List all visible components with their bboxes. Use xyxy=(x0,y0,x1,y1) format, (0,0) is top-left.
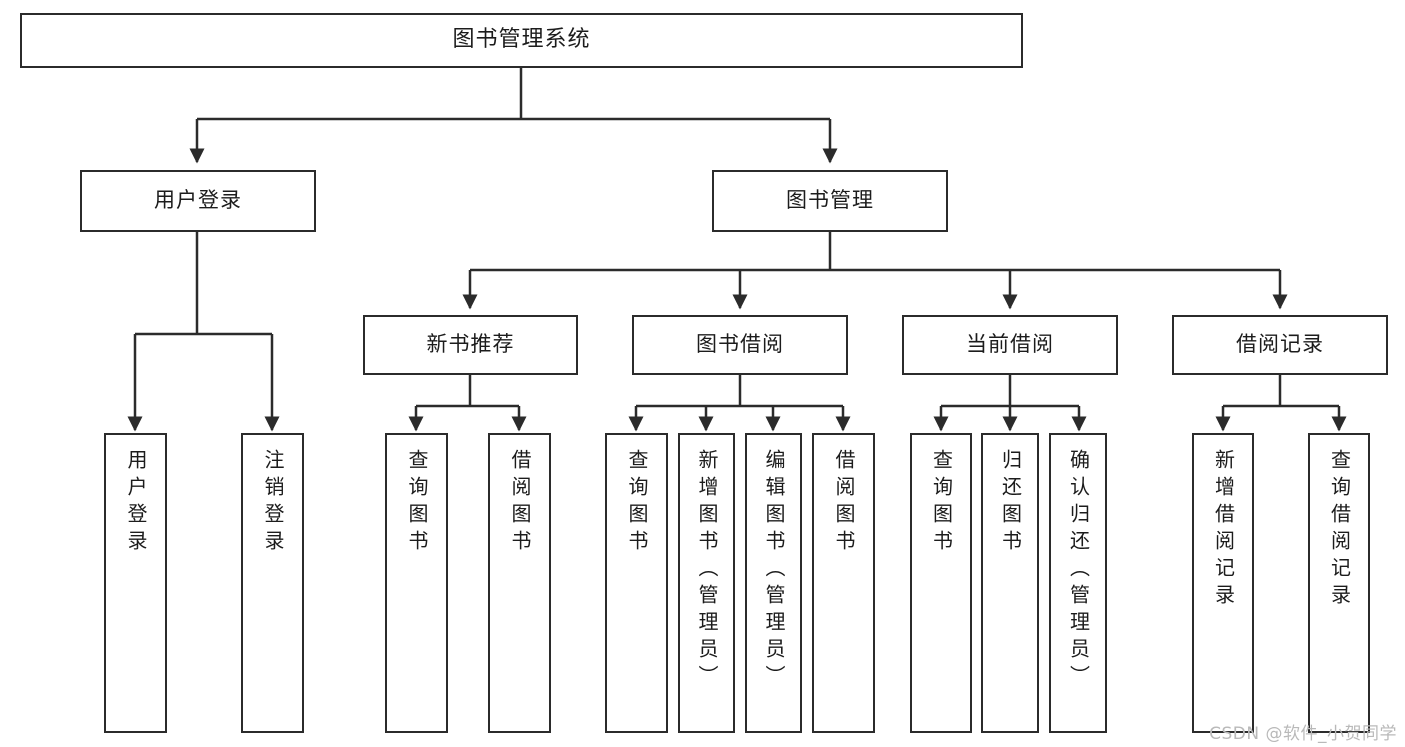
node-leaf-query-record-label: 查询借阅记录 xyxy=(1327,449,1352,611)
node-user-login[interactable]: 用户登录 xyxy=(80,170,316,232)
node-leaf-user-logout-label: 注销登录 xyxy=(261,449,285,557)
node-leaf-borrow-book-1[interactable]: 借阅图书 xyxy=(488,433,551,733)
node-book-borrow-label: 图书借阅 xyxy=(696,332,784,357)
node-new-book-rec[interactable]: 新书推荐 xyxy=(363,315,578,375)
node-root-label: 图书管理系统 xyxy=(452,27,591,53)
node-borrow-record-label: 借阅记录 xyxy=(1236,332,1324,357)
node-book-borrow[interactable]: 图书借阅 xyxy=(632,315,848,375)
node-leaf-edit-book[interactable]: 编辑图书（管理员） xyxy=(745,433,802,733)
node-leaf-query-book-1-label: 查询图书 xyxy=(405,449,429,557)
node-leaf-add-record-label: 新增借阅记录 xyxy=(1211,449,1236,611)
node-leaf-query-book-3[interactable]: 查询图书 xyxy=(910,433,972,733)
node-leaf-query-book-2[interactable]: 查询图书 xyxy=(605,433,668,733)
node-leaf-user-login[interactable]: 用户登录 xyxy=(104,433,167,733)
node-leaf-user-logout[interactable]: 注销登录 xyxy=(241,433,304,733)
node-leaf-borrow-book-2-label: 借阅图书 xyxy=(832,449,856,557)
node-leaf-return-book-label: 归还图书 xyxy=(998,449,1023,557)
node-current-borrow-label: 当前借阅 xyxy=(966,332,1054,357)
node-leaf-query-book-3-label: 查询图书 xyxy=(929,449,954,557)
node-leaf-edit-book-label: 编辑图书（管理员） xyxy=(762,449,786,692)
node-new-book-rec-label: 新书推荐 xyxy=(426,332,515,357)
node-user-login-label: 用户登录 xyxy=(154,188,242,213)
node-leaf-add-book-label: 新增图书（管理员） xyxy=(695,449,719,692)
node-leaf-query-book-2-label: 查询图书 xyxy=(625,449,649,557)
node-leaf-confirm-return[interactable]: 确认归还（管理员） xyxy=(1049,433,1107,733)
node-leaf-borrow-book-1-label: 借阅图书 xyxy=(508,449,532,557)
node-leaf-borrow-book-2[interactable]: 借阅图书 xyxy=(812,433,875,733)
node-borrow-record[interactable]: 借阅记录 xyxy=(1172,315,1388,375)
node-leaf-add-book[interactable]: 新增图书（管理员） xyxy=(678,433,735,733)
node-book-manage-label: 图书管理 xyxy=(786,188,874,213)
csdn-watermark: CSDN @软件_小贺同学 xyxy=(1209,724,1397,744)
node-leaf-return-book[interactable]: 归还图书 xyxy=(981,433,1039,733)
node-leaf-query-record[interactable]: 查询借阅记录 xyxy=(1308,433,1370,733)
node-leaf-confirm-return-label: 确认归还（管理员） xyxy=(1066,449,1091,692)
node-root[interactable]: 图书管理系统 xyxy=(20,13,1023,68)
node-book-manage[interactable]: 图书管理 xyxy=(712,170,948,232)
node-current-borrow[interactable]: 当前借阅 xyxy=(902,315,1118,375)
node-leaf-add-record[interactable]: 新增借阅记录 xyxy=(1192,433,1254,733)
node-leaf-user-login-label: 用户登录 xyxy=(124,449,148,557)
node-leaf-query-book-1[interactable]: 查询图书 xyxy=(385,433,448,733)
